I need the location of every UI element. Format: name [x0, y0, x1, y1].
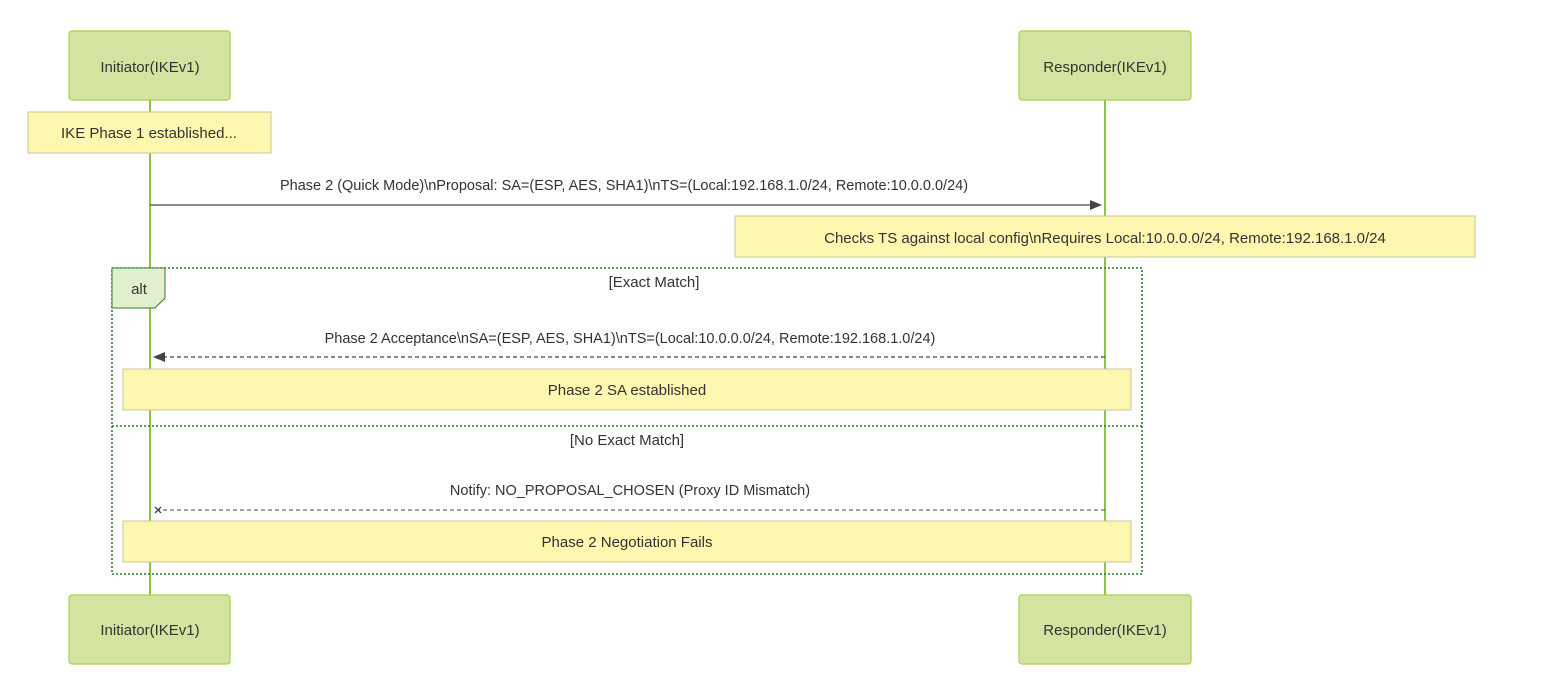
initiator-label-top: Initiator(IKEv1) — [100, 59, 199, 76]
note-phase1: IKE Phase 1 established... — [27, 111, 272, 154]
message-acceptance-label: Phase 2 Acceptance\nSA=(ESP, AES, SHA1)\… — [325, 331, 936, 347]
guard-no-exact-match: [No Exact Match] — [570, 432, 684, 449]
responder-participant-top[interactable]: Responder(IKEv1) — [1018, 30, 1192, 101]
initiator-participant-top[interactable]: Initiator(IKEv1) — [68, 30, 231, 101]
responder-label-bottom: Responder(IKEv1) — [1043, 622, 1166, 639]
message-acceptance: Phase 2 Acceptance\nSA=(ESP, AES, SHA1)\… — [153, 331, 1105, 362]
note-sa-established-text: Phase 2 SA established — [548, 382, 706, 399]
message-notify-label: Notify: NO_PROPOSAL_CHOSEN (Proxy ID Mis… — [450, 483, 810, 499]
note-check-ts: Checks TS against local config\nRequires… — [734, 215, 1476, 258]
note-check-ts-text: Checks TS against local config\nRequires… — [824, 230, 1386, 247]
guard-exact-match: [Exact Match] — [609, 274, 700, 291]
initiator-participant-bottom[interactable]: Initiator(IKEv1) — [68, 594, 231, 665]
message-quick-mode: Phase 2 (Quick Mode)\nProposal: SA=(ESP,… — [150, 178, 1102, 210]
alt-label: alt — [131, 281, 148, 298]
responder-participant-bottom[interactable]: Responder(IKEv1) — [1018, 594, 1192, 665]
note-sa-established: Phase 2 SA established — [122, 368, 1132, 411]
note-negotiation-fails-text: Phase 2 Negotiation Fails — [542, 534, 713, 551]
message-notify: Notify: NO_PROPOSAL_CHOSEN (Proxy ID Mis… — [154, 483, 1105, 514]
alt-fragment: alt [Exact Match] [No Exact Match] — [111, 267, 1143, 575]
responder-label-top: Responder(IKEv1) — [1043, 59, 1166, 76]
message-quick-mode-label: Phase 2 (Quick Mode)\nProposal: SA=(ESP,… — [280, 178, 968, 194]
alt-tab: alt — [111, 267, 166, 309]
note-phase1-text: IKE Phase 1 established... — [61, 125, 237, 142]
note-negotiation-fails: Phase 2 Negotiation Fails — [122, 520, 1132, 563]
initiator-label-bottom: Initiator(IKEv1) — [100, 622, 199, 639]
message-notify-cross-icon — [154, 506, 162, 514]
